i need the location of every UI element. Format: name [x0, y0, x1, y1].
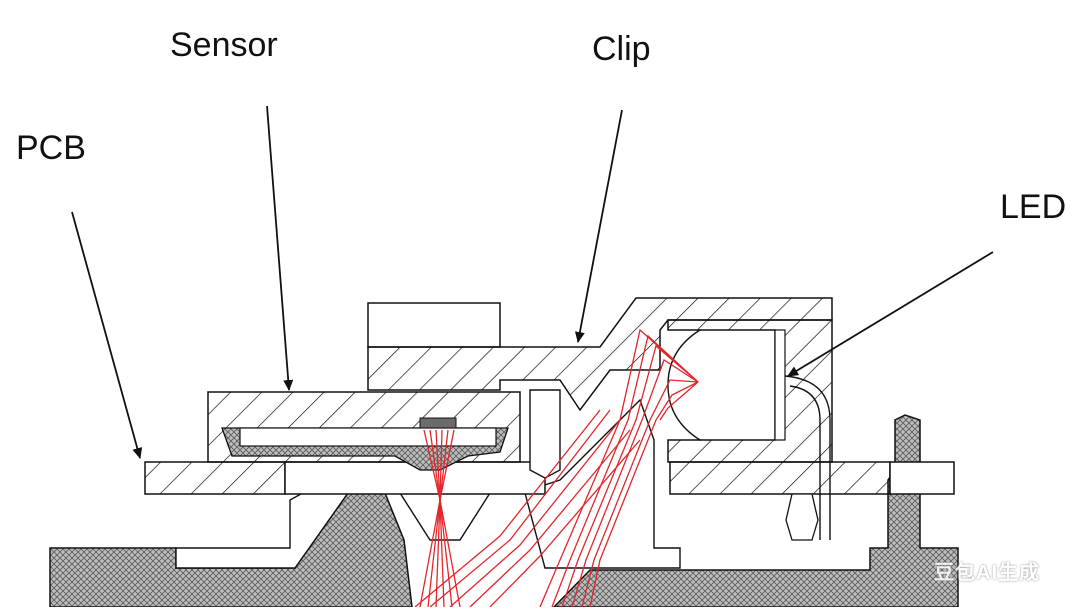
label-led: LED — [1000, 188, 1067, 226]
label-sensor: Sensor — [170, 26, 278, 64]
watermark: 豆包AI生成 — [934, 562, 1040, 584]
label-clip: Clip — [592, 30, 651, 68]
sensor-die — [419, 417, 457, 429]
pcb-board-right — [669, 461, 891, 495]
label-pcb: PCB — [16, 129, 86, 167]
callout-leaders — [71, 105, 994, 459]
pcb-board-tip — [889, 461, 955, 495]
led-lead — [784, 375, 831, 540]
pcb-board-left — [144, 461, 286, 495]
led-pin — [785, 493, 819, 541]
clip-top-block — [367, 302, 501, 348]
sensor-window — [239, 427, 497, 447]
led-die — [774, 329, 786, 441]
clip-arm — [529, 389, 561, 479]
led-lens — [667, 329, 776, 441]
light-rays — [414, 328, 699, 608]
